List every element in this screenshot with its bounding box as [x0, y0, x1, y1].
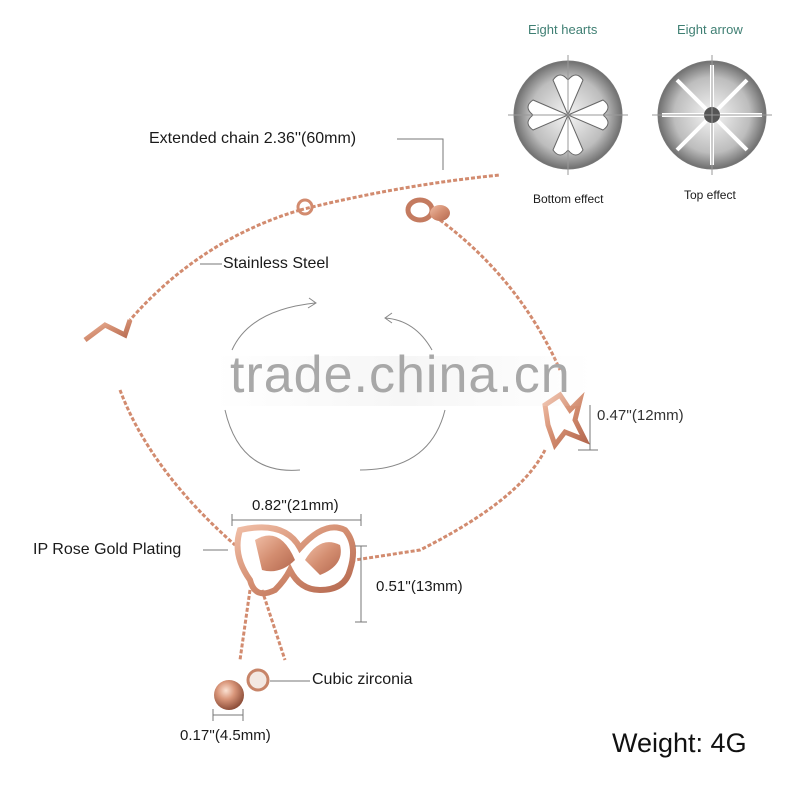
butterfly-charm: [234, 524, 357, 597]
dimension-lines: [200, 138, 598, 721]
chain: [118, 173, 562, 661]
eight-hearts-diamond-icon: [508, 55, 628, 175]
small-butterfly-height-label: 0.47''(12mm): [597, 407, 684, 424]
jump-ring: [296, 198, 314, 216]
weight-label: Weight: 4G: [612, 728, 747, 758]
eight-arrows-diamond-icon: [652, 55, 772, 175]
cubic-zirconia-stone: [246, 668, 270, 692]
extended-chain-label: Extended chain 2.36''(60mm): [149, 130, 357, 147]
gem-caption-top-effect: Top effect: [684, 188, 736, 202]
stone-label: Cubic zirconia: [312, 671, 413, 688]
butterfly-width-label: 0.82''(21mm): [252, 497, 339, 514]
rotation-arrows-icon: [224, 297, 446, 471]
watermark-band: [215, 356, 593, 406]
watermark: trade.china.cn: [230, 346, 571, 404]
lobster-clasp-icon: [405, 197, 450, 223]
gem-caption-bottom-effect: Bottom effect: [533, 192, 604, 206]
gem-title-eight-hearts: Eight hearts: [528, 22, 598, 37]
small-butterfly-left: [83, 319, 133, 342]
butterfly-height-label: 0.51''(13mm): [376, 578, 463, 595]
bead: [214, 680, 244, 710]
bead-diameter-label: 0.17''(4.5mm): [180, 727, 271, 744]
plating-label: IP Rose Gold Plating: [33, 541, 182, 558]
gem-title-eight-arrow: Eight arrow: [677, 22, 743, 37]
material-label: Stainless Steel: [223, 255, 329, 272]
